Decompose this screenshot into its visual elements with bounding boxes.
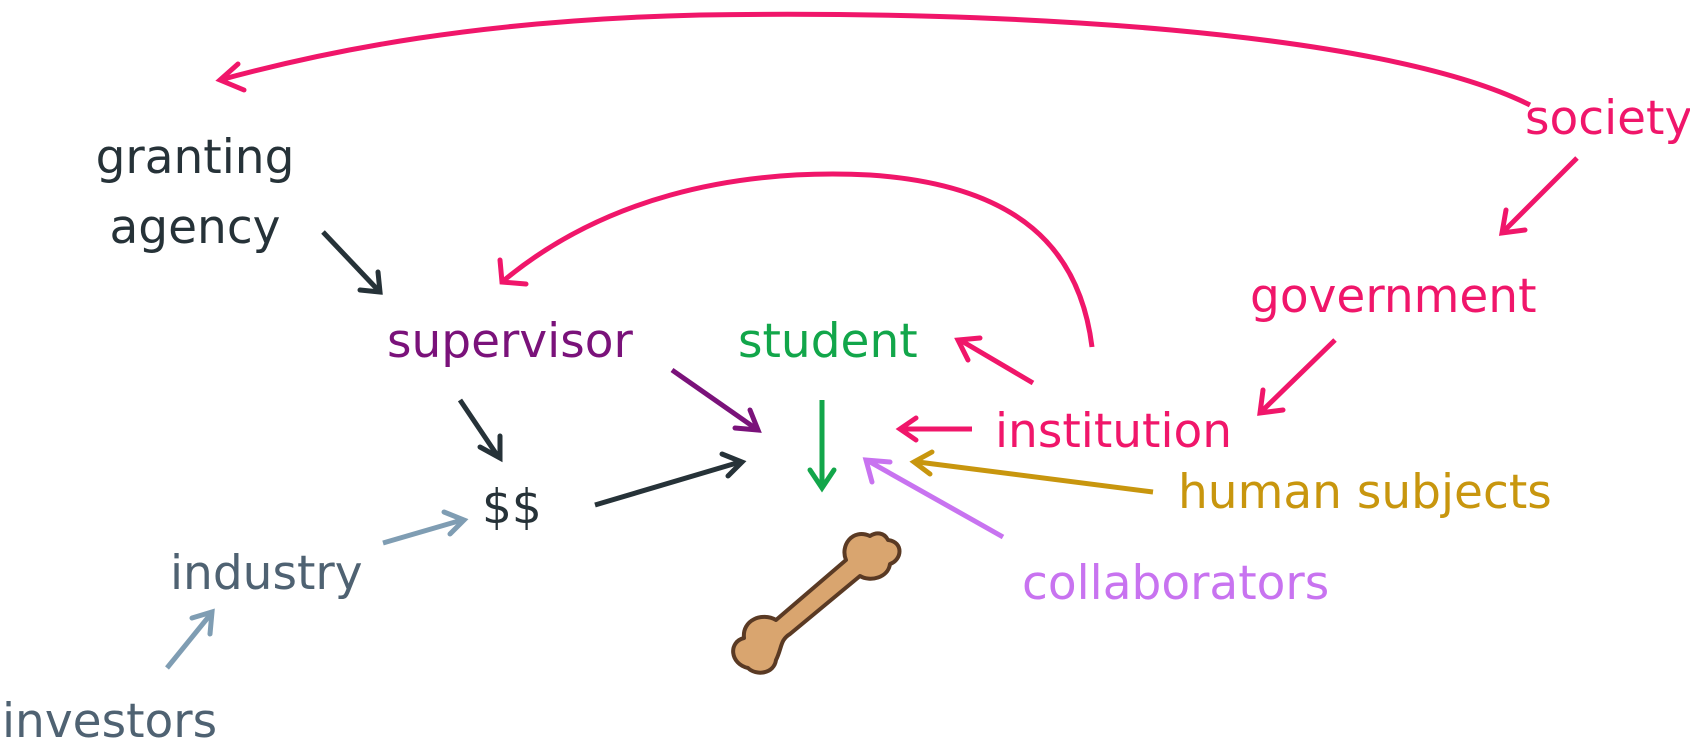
granting-agency-label: granting agency: [90, 123, 300, 263]
granting-agency-line2: agency: [109, 200, 281, 255]
arrow-institution-to-bone: [895, 415, 972, 443]
government-label: government: [1250, 269, 1537, 324]
arrow-granting-agency-to-supervisor: [321, 230, 383, 295]
arrow-society-to-government: [1498, 156, 1579, 236]
student-label: student: [738, 314, 918, 369]
arrow-collaborators-to-bone: [862, 457, 1005, 540]
money-label: $$: [482, 480, 542, 535]
investors-label: investors: [2, 694, 218, 749]
arrow-society-to-granting-agency: [215, 11, 1532, 108]
arrow-government-to-institution: [1257, 338, 1337, 416]
arrow-institution-to-supervisor: [497, 171, 1095, 348]
supervisor-label: supervisor: [387, 314, 633, 369]
arrow-investors-to-industry: [165, 608, 215, 670]
arrow-supervisor-to-bone: [670, 367, 762, 433]
dog-bone-icon: [720, 520, 920, 680]
industry-label: industry: [170, 546, 363, 601]
arrow-industry-to-money: [382, 509, 469, 546]
institution-label: institution: [995, 404, 1233, 459]
collaborators-label: collaborators: [1022, 556, 1330, 611]
arrow-institution-to-student: [954, 335, 1035, 386]
arrow-student-to-bone: [807, 400, 837, 493]
arrow-money-to-bone: [594, 451, 747, 508]
arrow-supervisor-to-money: [457, 398, 503, 463]
human-subjects-label: human subjects: [1178, 465, 1552, 520]
granting-agency-line1: granting: [95, 130, 295, 185]
society-label: society: [1525, 91, 1690, 146]
arrow-human-subjects-to-bone: [909, 449, 1154, 495]
